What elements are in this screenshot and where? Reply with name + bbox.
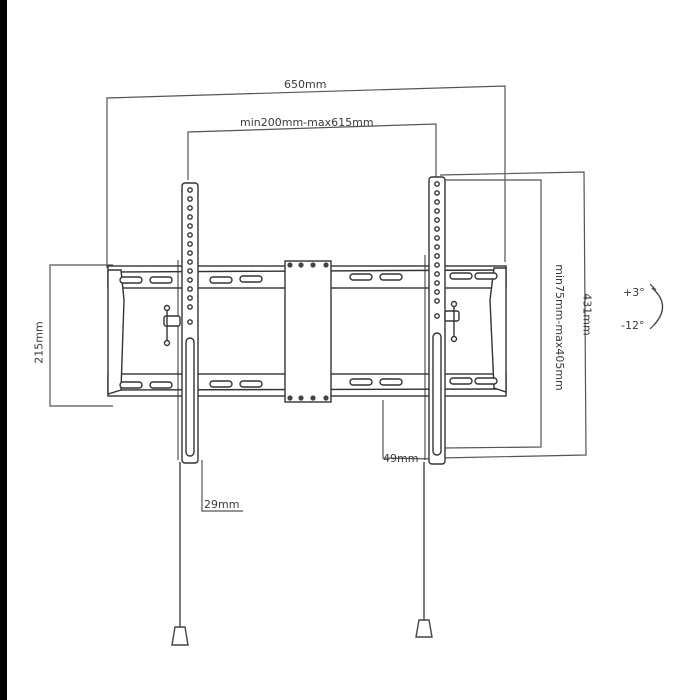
rail-height-dimension (49, 264, 113, 407)
right-cord-handle (415, 619, 433, 638)
pull-cords (171, 462, 433, 646)
depth-29-label: 29mm (204, 498, 240, 511)
depth-49-dimension (382, 400, 438, 460)
tilt-up-label: +3° (623, 286, 645, 299)
left-vertical-arm (163, 182, 199, 464)
tilt-arc-icon (651, 287, 664, 326)
dimension-lines (49, 85, 587, 512)
tilt-down-label: -12° (621, 319, 645, 332)
vesa-horizontal-label: min200mm-max615mm (240, 116, 374, 129)
overall-height-label: 431mm (580, 293, 594, 336)
left-cord-handle (171, 626, 189, 646)
image-frame-edge (0, 0, 7, 700)
tilt-arrowheads-icon (649, 283, 657, 330)
vesa-vertical-dimension (443, 179, 542, 449)
overall-height-dimension (439, 171, 587, 459)
rail-height-label: 215mm (32, 321, 46, 364)
vesa-vertical-label: min75mm-max405mm (552, 264, 566, 391)
depth-29-dimension (201, 460, 243, 512)
depth-49-label: 49mm (383, 452, 419, 465)
left-tilt-knob (163, 304, 181, 347)
vesa-horizontal-dimension (187, 123, 437, 180)
right-vertical-arm (424, 176, 460, 465)
right-tilt-knob (444, 300, 460, 343)
center-plate (284, 260, 332, 403)
overall-width-label: 650mm (284, 78, 327, 91)
